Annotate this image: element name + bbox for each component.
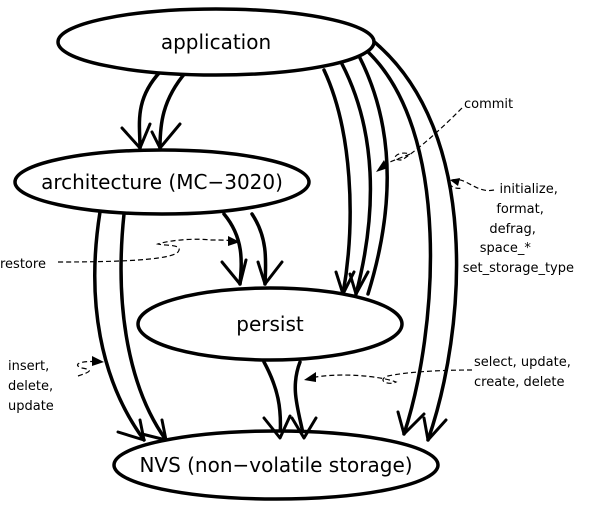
leader-insert (76, 360, 101, 377)
annotation-commit: commit (464, 97, 513, 112)
arrowhead (396, 410, 426, 436)
arrowhead (256, 260, 284, 286)
leader-commit (379, 107, 463, 169)
arrowhead (422, 416, 448, 442)
node-persist (136, 286, 404, 362)
leader-select (309, 369, 473, 384)
arrowhead (290, 416, 318, 440)
annotation-insert: insert, delete, update (8, 359, 57, 414)
leader-commit-arrowhead (376, 160, 388, 172)
annotation-initialize: initialize, format, defrag, space_* set_… (463, 182, 574, 276)
node-application (56, 7, 376, 77)
arrowhead (348, 270, 370, 296)
edge-application-architecture-1 (137, 70, 162, 150)
edge-architecture-nvs-2 (119, 212, 168, 442)
edge-architecture-persist-2 (250, 212, 268, 286)
node-nvs-label: NVS (non−volatile storage) (139, 453, 412, 477)
edge-application-architecture-2 (158, 70, 188, 150)
edges (93, 38, 459, 442)
arrowhead (120, 122, 152, 150)
edge-application-persist-2 (340, 62, 373, 296)
annotation-restore: restore (0, 257, 46, 272)
node-architecture-label: architecture (MC−3020) (41, 170, 283, 194)
node-architecture (13, 148, 311, 216)
arrowhead (150, 122, 182, 150)
edge-application-persist-1 (322, 68, 352, 296)
annotation-leaders (57, 107, 495, 384)
annotations: commit initialize, format, defrag, space… (0, 97, 575, 414)
edge-persist-nvs-heads (262, 414, 318, 440)
node-application-label: application (161, 30, 271, 54)
edge-application-nvs-1 (364, 48, 433, 436)
arrowhead (116, 418, 146, 442)
leader-restore (57, 238, 237, 263)
leader-restore-arrowhead (228, 236, 240, 246)
leader-select-arrowhead (304, 372, 316, 382)
arrowhead (262, 414, 292, 440)
edge-architecture-nvs-1 (93, 210, 146, 442)
annotation-select: select, update, create, delete (474, 355, 575, 390)
arrowhead (220, 258, 248, 286)
leader-insert-arrowhead (92, 356, 104, 366)
edge-application-persist-3 (358, 56, 389, 296)
leader-initialize-arrowhead (450, 178, 460, 186)
node-persist-label: persist (236, 312, 304, 336)
nodes: application architecture (MC−3020) persi… (13, 7, 440, 501)
edge-application-nvs-2 (370, 38, 459, 442)
